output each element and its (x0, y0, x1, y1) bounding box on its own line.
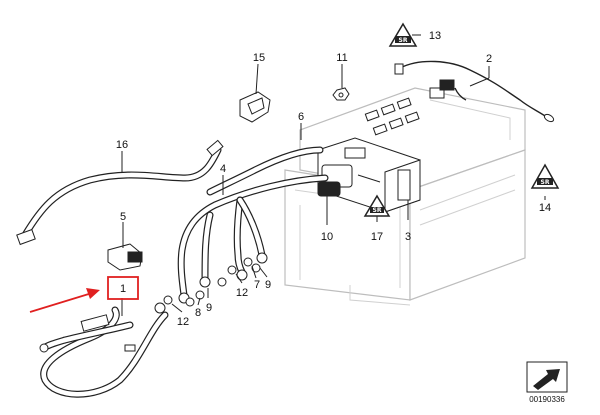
reference-badge: 00190336 (526, 361, 568, 404)
ring-terminals (163, 252, 268, 307)
svg-text:SR: SR (541, 179, 550, 186)
callout-12: 12 (177, 316, 189, 328)
part-5-clip (107, 243, 143, 271)
callout-9: 9 (206, 302, 212, 314)
red-arrow (29, 288, 100, 313)
svg-text:SR: SR (373, 207, 382, 214)
part-4-cable (177, 174, 329, 299)
warning-triangle-icon: SR (388, 22, 418, 47)
fuse-block (317, 181, 341, 197)
battery-side (409, 149, 526, 301)
warning-triangle-icon: SR (363, 194, 391, 217)
callout-2: 2 (486, 53, 492, 65)
callout-10: 10 (321, 231, 333, 243)
callout-11: 11 (336, 52, 347, 64)
callout-12: 12 (236, 287, 248, 299)
terminal-distributor (317, 137, 421, 213)
callout-8: 8 (195, 307, 201, 319)
leader-lines (121, 34, 546, 316)
part-1-cable (39, 302, 169, 398)
highlight-box (107, 276, 139, 300)
svg-text:SR: SR (399, 37, 408, 44)
warning-triangle-icon: SR (530, 163, 560, 189)
callout-1: 1 (120, 283, 126, 295)
part-2-cable (394, 60, 555, 123)
callout-17: 17 (371, 231, 383, 243)
callout-15: 15 (253, 52, 265, 64)
callout-16: 16 (116, 139, 128, 151)
part-11-nut (332, 87, 350, 101)
part-16-harness (16, 139, 224, 246)
part-15-bracket (239, 91, 271, 123)
callout-3: 3 (405, 231, 411, 243)
reference-arrow-icon (526, 361, 568, 393)
callout-7: 7 (254, 279, 260, 291)
callout-13: 13 (429, 30, 441, 42)
callout-9: 9 (265, 279, 271, 291)
callout-6: 6 (298, 111, 304, 123)
part-6-cable (206, 146, 324, 196)
callout-14: 14 (539, 202, 551, 214)
callout-4: 4 (220, 163, 226, 175)
battery-cell-caps (364, 97, 420, 136)
callout-5: 5 (120, 211, 126, 223)
reference-number: 00190336 (529, 395, 565, 404)
